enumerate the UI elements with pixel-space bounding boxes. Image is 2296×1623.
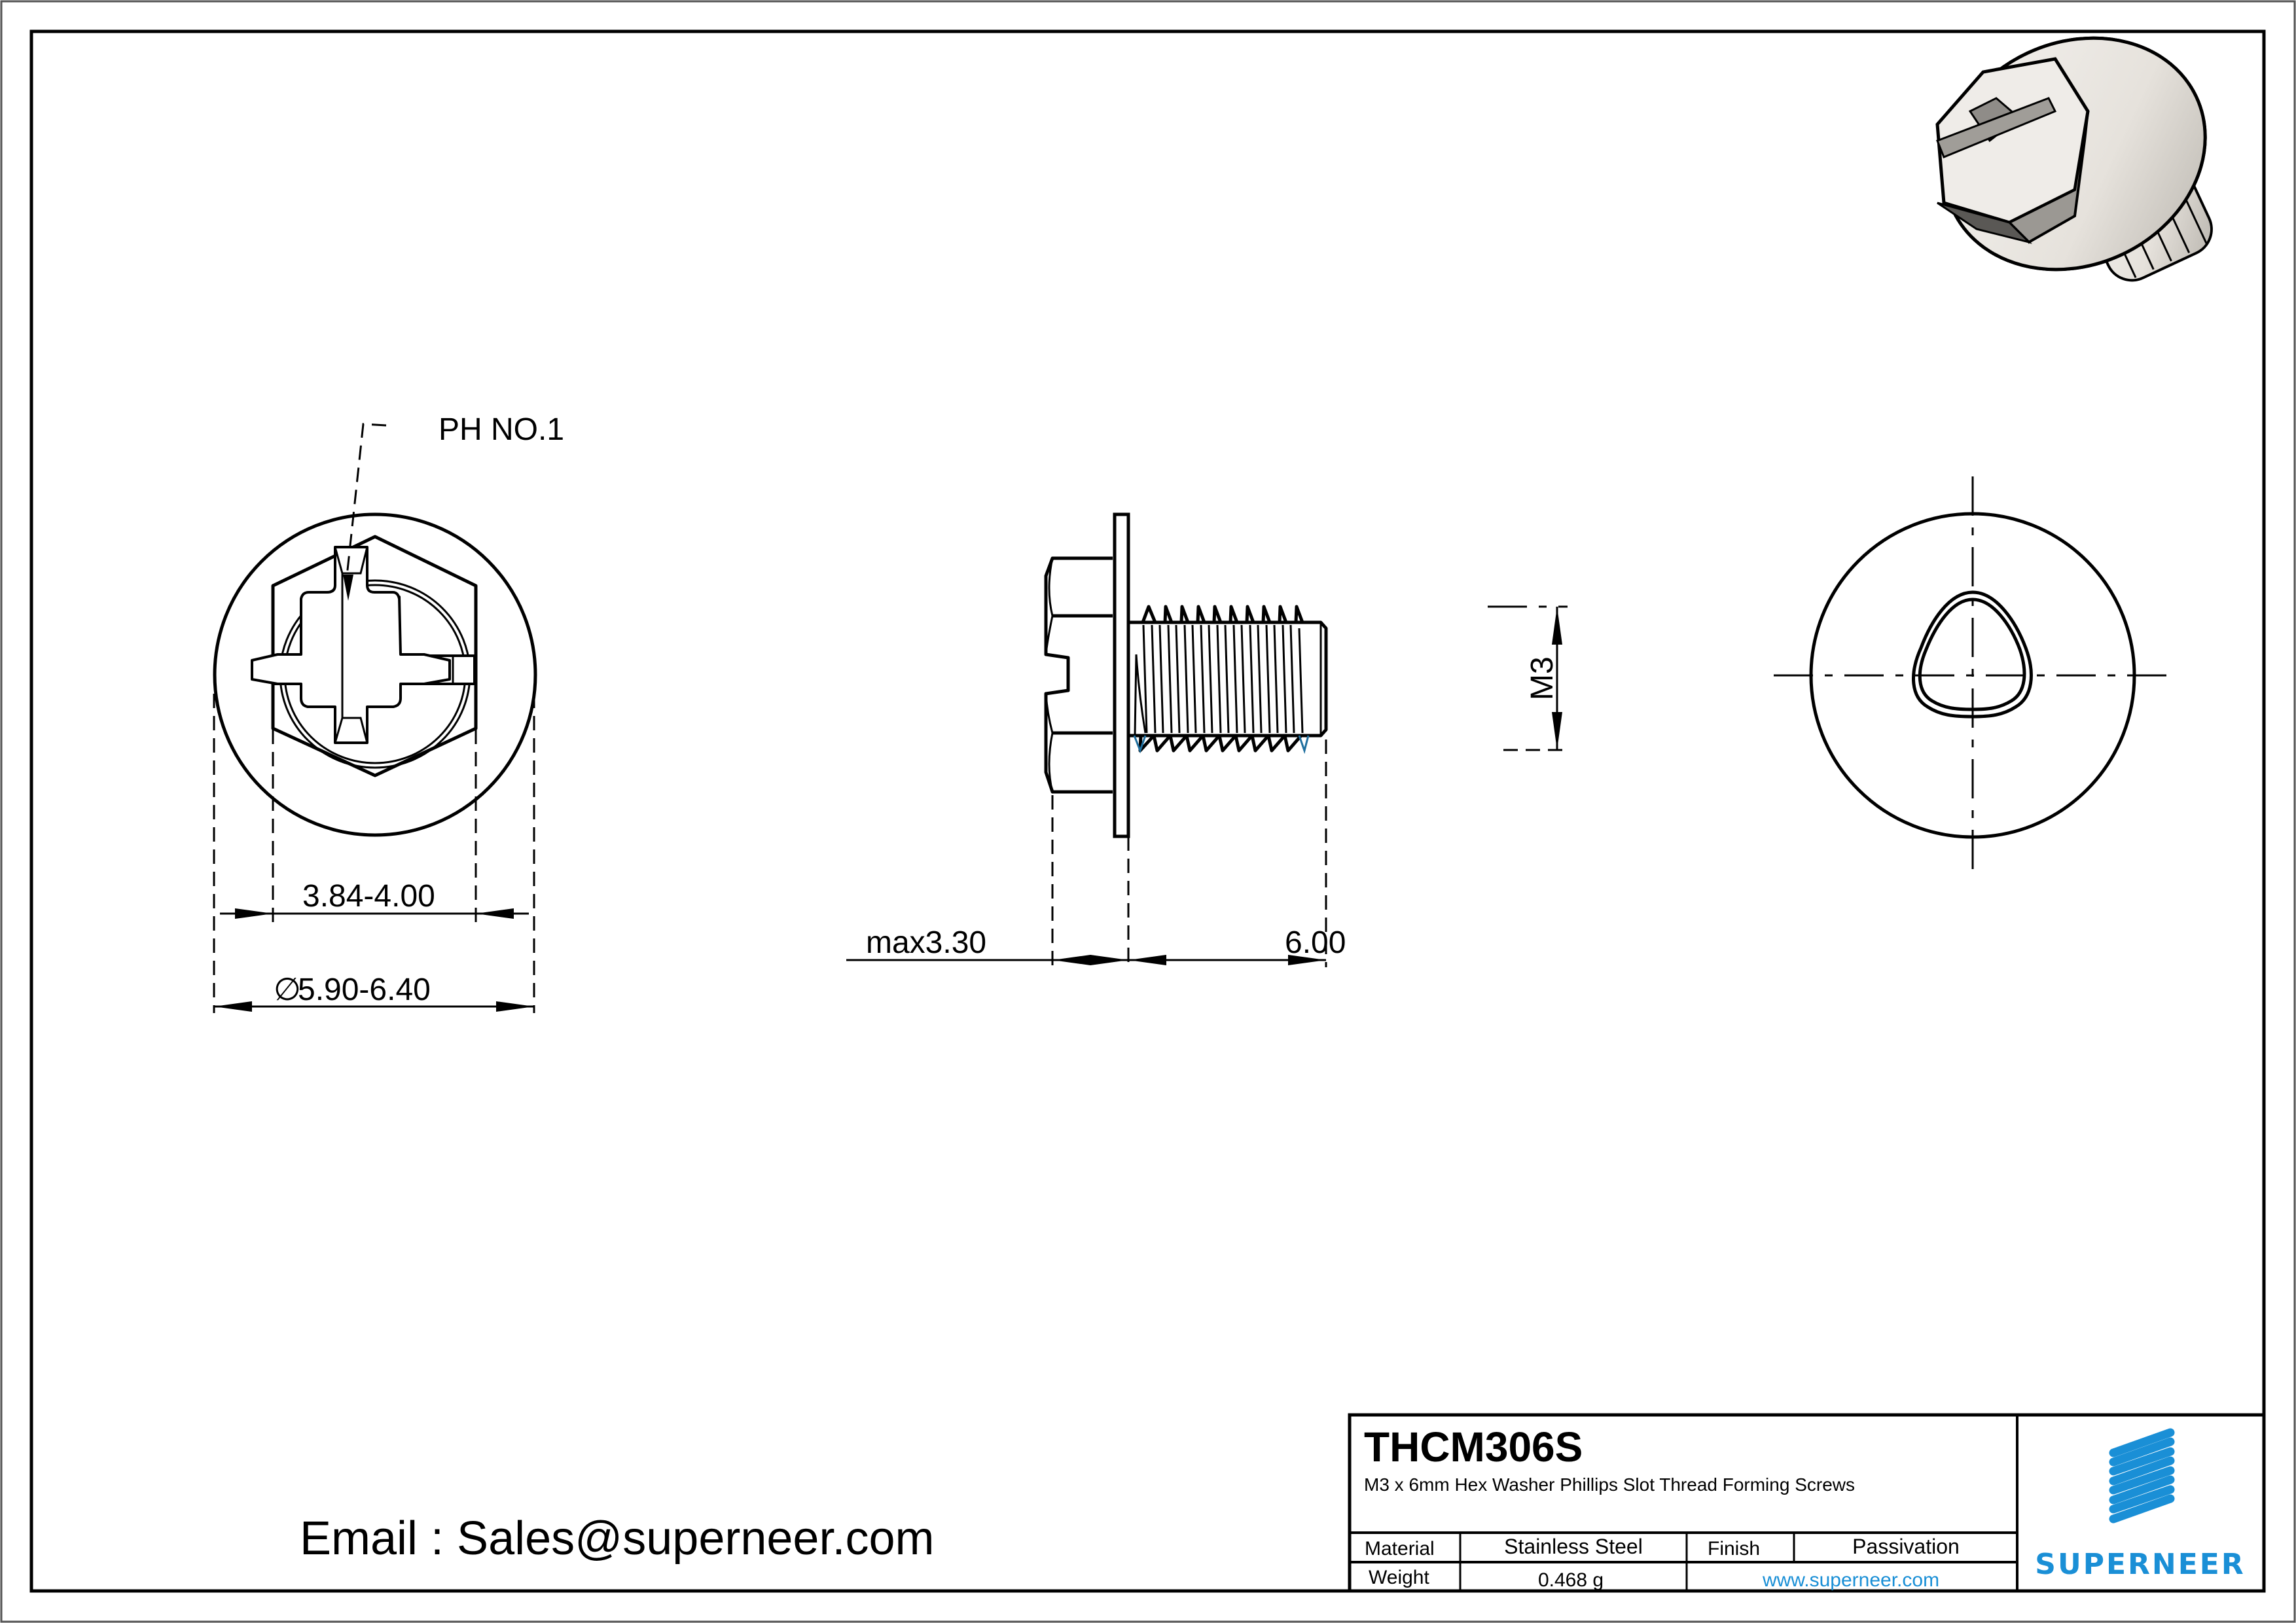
title-block: THCM306S M3 x 6mm Hex Washer Phillips Sl… xyxy=(1348,1413,2266,1593)
iso-view-render xyxy=(1935,36,2213,282)
left-view-head-top: PH NO.1 3.84-4.00 ∅ 5.90-6.40 xyxy=(213,412,564,1013)
side-view: M3 max3.30 6.00 xyxy=(846,512,1568,967)
brand-name: SUPERNEER xyxy=(2035,1548,2245,1581)
weight-label: Weight xyxy=(1369,1567,1429,1588)
contact-email: Email : Sales@superneer.com xyxy=(300,1512,935,1565)
part-number: THCM306S xyxy=(1364,1423,1583,1471)
hex-across-flats-dim: 3.84-4.00 xyxy=(302,879,435,914)
hex-head-side xyxy=(1044,556,1113,794)
washer-diameter-dim: 5.90-6.40 xyxy=(298,972,431,1007)
hex-outline xyxy=(271,535,478,777)
right-view-end xyxy=(1774,476,2172,874)
superneer-logo-icon xyxy=(2109,1428,2175,1524)
weight-value: 0.468 g xyxy=(1538,1569,1604,1591)
diameter-symbol: ∅ xyxy=(274,972,301,1007)
finish-value: Passivation xyxy=(1852,1535,1960,1558)
material-value: Stainless Steel xyxy=(1504,1535,1643,1558)
inner-frame xyxy=(29,29,2266,1593)
length-dim: 6.00 xyxy=(1285,925,1346,960)
website-link[interactable]: www.superneer.com xyxy=(1762,1569,1939,1591)
part-description: M3 x 6mm Hex Washer Phillips Slot Thread… xyxy=(1364,1474,1855,1495)
thread-profile xyxy=(1133,605,1310,755)
phillips-recess xyxy=(251,546,451,744)
finish-label: Finish xyxy=(1708,1538,1760,1560)
callout-leader xyxy=(346,423,387,577)
material-label: Material xyxy=(1365,1538,1435,1560)
washer-side xyxy=(1113,512,1130,838)
phillips-size-callout: PH NO.1 xyxy=(439,412,564,447)
thread-size-dim: M3 xyxy=(1525,656,1560,700)
washer-outline xyxy=(213,512,537,837)
head-height-dim: max3.30 xyxy=(866,925,986,960)
